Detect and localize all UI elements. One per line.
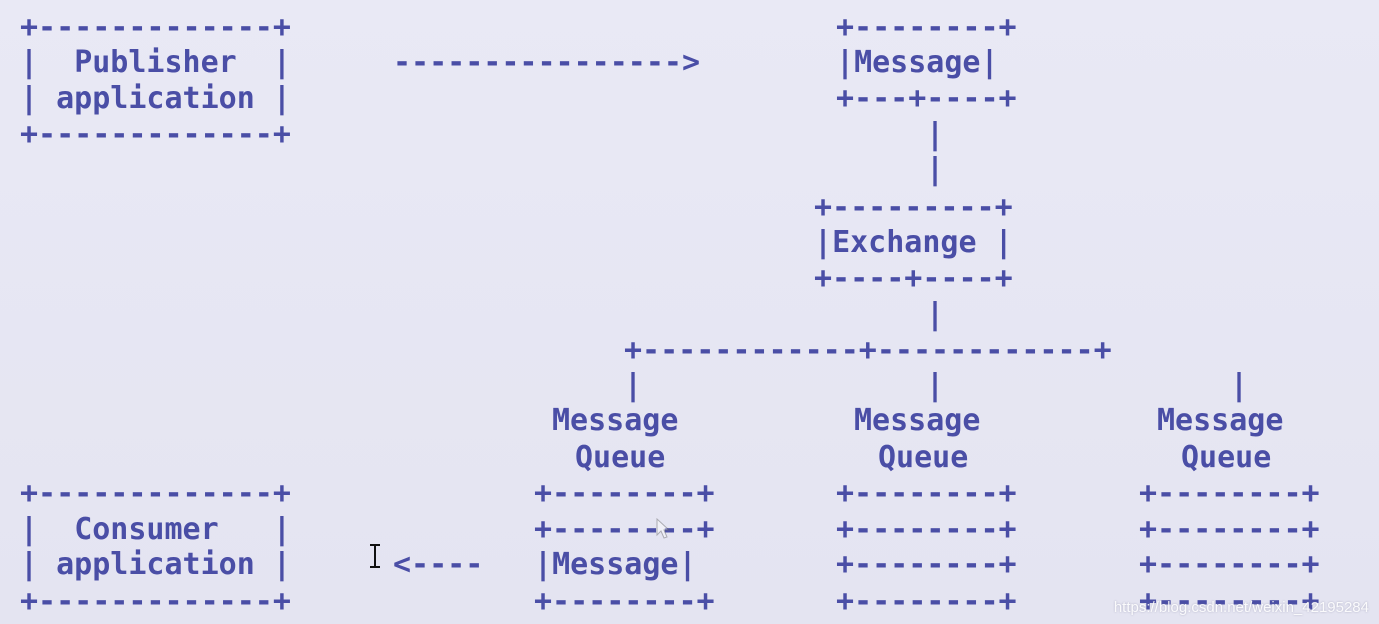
connector-vertical-3: | bbox=[926, 297, 945, 332]
i-beam-cursor-icon bbox=[370, 544, 380, 568]
publisher-label-line2: application bbox=[56, 81, 255, 116]
queue-3-stack-border-2: +--------+ bbox=[1139, 512, 1320, 547]
queue-3-stack-border-1: +--------+ bbox=[1139, 476, 1320, 511]
consumer-box-top-border: +-------------+ bbox=[20, 476, 291, 511]
message-box-top-border: +--------+ bbox=[836, 10, 1017, 45]
queue-drop-1: | bbox=[624, 368, 643, 403]
queue-3-stack-border-4: +--------+ bbox=[1139, 584, 1320, 619]
queue-2-stack-border-2: +--------+ bbox=[836, 512, 1017, 547]
publisher-label-line1: Publisher bbox=[74, 45, 237, 80]
exchange-box-top-border: +---------+ bbox=[814, 190, 1013, 225]
queue-1-message-row: |Message| bbox=[534, 547, 697, 582]
queue-1-stack-border-2: +--------+ bbox=[534, 512, 715, 547]
watermark-url: https://blog.csdn.net/weixin_42195284 bbox=[1113, 599, 1369, 616]
publish-arrow: ----------------> bbox=[393, 45, 701, 80]
publisher-box-row-1: | Publisher | bbox=[20, 45, 291, 80]
publisher-box-bottom-border: +-------------+ bbox=[20, 117, 291, 152]
queue-3-label-line2: Queue bbox=[1181, 440, 1272, 475]
publisher-box-top-border: +-------------+ bbox=[20, 10, 291, 45]
connector-vertical-2: | bbox=[926, 152, 945, 187]
queue-1-label-line2: Queue bbox=[575, 440, 666, 475]
queue-2-label-line2: Queue bbox=[878, 440, 969, 475]
queue-1-stack-border-3: +--------+ bbox=[534, 584, 715, 619]
queue-1-label-line1: Message bbox=[552, 403, 679, 438]
queue-3-stack-border-3: +--------+ bbox=[1139, 547, 1320, 582]
queue-2-stack-border-1: +--------+ bbox=[836, 476, 1017, 511]
queue-2-stack-border-3: +--------+ bbox=[836, 547, 1017, 582]
queue-2-stack-border-4: +--------+ bbox=[836, 584, 1017, 619]
publisher-box-row-2: | application | bbox=[20, 81, 291, 116]
message-box-bottom-border: +---+----+ bbox=[836, 81, 1017, 116]
exchange-box-row: |Exchange | bbox=[814, 225, 1013, 260]
queue-drop-2: | bbox=[926, 368, 945, 403]
message-top-label: Message bbox=[854, 45, 981, 80]
message-box-row: |Message| bbox=[836, 45, 999, 80]
exchange-label: Exchange bbox=[832, 225, 977, 260]
exchange-box-bottom-border: +----+----+ bbox=[814, 261, 1013, 296]
consumer-box-row-2: | application | bbox=[20, 547, 291, 582]
fanout-line: +------------+------------+ bbox=[624, 333, 1112, 368]
queue-1-message-label: Message bbox=[552, 547, 679, 582]
queue-1-stack-border-1: +--------+ bbox=[534, 476, 715, 511]
queue-2-label-line1: Message bbox=[854, 403, 981, 438]
connector-vertical-1: | bbox=[926, 117, 945, 152]
consumer-label-line1: Consumer bbox=[74, 512, 219, 547]
consumer-box-row-1: | Consumer | bbox=[20, 512, 291, 547]
queue-drop-3: | bbox=[1230, 368, 1249, 403]
queue-3-label-line1: Message bbox=[1157, 403, 1284, 438]
consumer-label-line2: application bbox=[56, 547, 255, 582]
consume-arrow: <---- bbox=[393, 547, 484, 582]
consumer-box-bottom-border: +-------------+ bbox=[20, 584, 291, 619]
arrow-pointer-icon bbox=[656, 518, 671, 539]
